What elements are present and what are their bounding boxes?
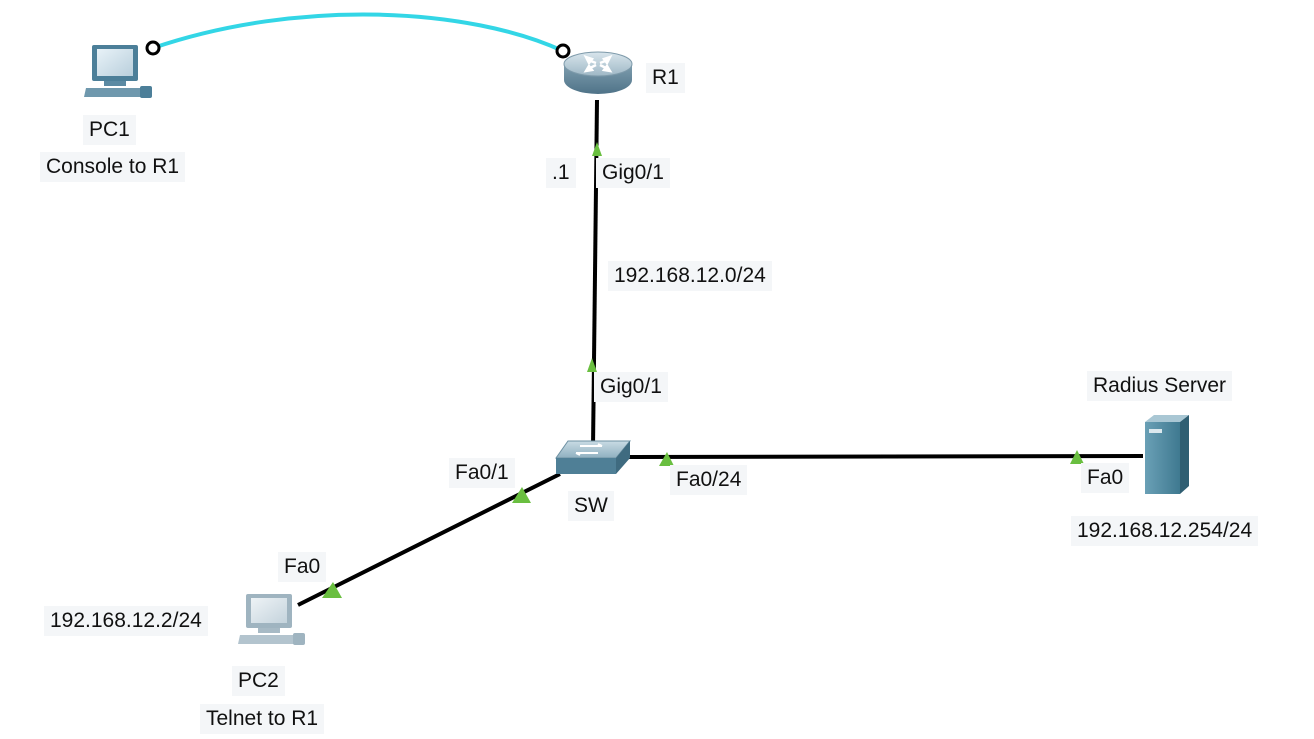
pc1-note: Console to R1 <box>40 152 186 182</box>
port-status-pc2-fa0 <box>322 582 342 598</box>
pc2-name: PC2 <box>232 666 285 696</box>
port-status-radius-fa0 <box>1070 450 1084 464</box>
console-cable-end-r1 <box>555 43 571 59</box>
server-icon <box>1145 415 1189 494</box>
link-sw-pc2[interactable] <box>297 472 561 607</box>
console-cable-end-pc1 <box>145 40 161 56</box>
r1-ip-label: .1 <box>546 158 576 188</box>
console-cable[interactable] <box>152 12 564 53</box>
link-sw-radius[interactable] <box>627 454 1144 459</box>
pc1-device[interactable] <box>82 42 154 102</box>
pc2-note: Telnet to R1 <box>200 704 325 734</box>
port-status-r1-gig0-1 <box>592 142 602 156</box>
sw-fa0-1-label: Fa0/1 <box>449 458 515 488</box>
radius-device[interactable] <box>1142 414 1194 494</box>
port-status-sw-fa0-24 <box>659 452 674 466</box>
pc1-name: PC1 <box>83 115 136 145</box>
network-label: 192.168.12.0/24 <box>608 261 772 291</box>
router-icon <box>563 51 633 94</box>
pc-icon <box>84 45 152 98</box>
sw-uplink-port-label: Gig0/1 <box>594 372 668 402</box>
port-status-sw-gig0-1 <box>587 358 597 372</box>
pc2-device[interactable] <box>236 592 306 650</box>
r1-device[interactable] <box>562 50 634 100</box>
pc2-ip-label: 192.168.12.2/24 <box>44 606 208 636</box>
sw-fa0-24-label: Fa0/24 <box>670 465 748 495</box>
r1-port-label: Gig0/1 <box>596 158 670 188</box>
r1-name: R1 <box>646 63 685 93</box>
switch-icon <box>555 440 632 474</box>
port-status-sw-fa0-1 <box>512 487 531 503</box>
pc-icon <box>238 594 305 645</box>
radius-name: Radius Server <box>1087 371 1233 401</box>
radius-port-label: Fa0 <box>1081 463 1130 493</box>
sw-name: SW <box>568 491 614 521</box>
pc2-port-label: Fa0 <box>278 552 327 582</box>
radius-ip-label: 192.168.12.254/24 <box>1071 516 1259 546</box>
sw-device[interactable] <box>554 438 632 480</box>
